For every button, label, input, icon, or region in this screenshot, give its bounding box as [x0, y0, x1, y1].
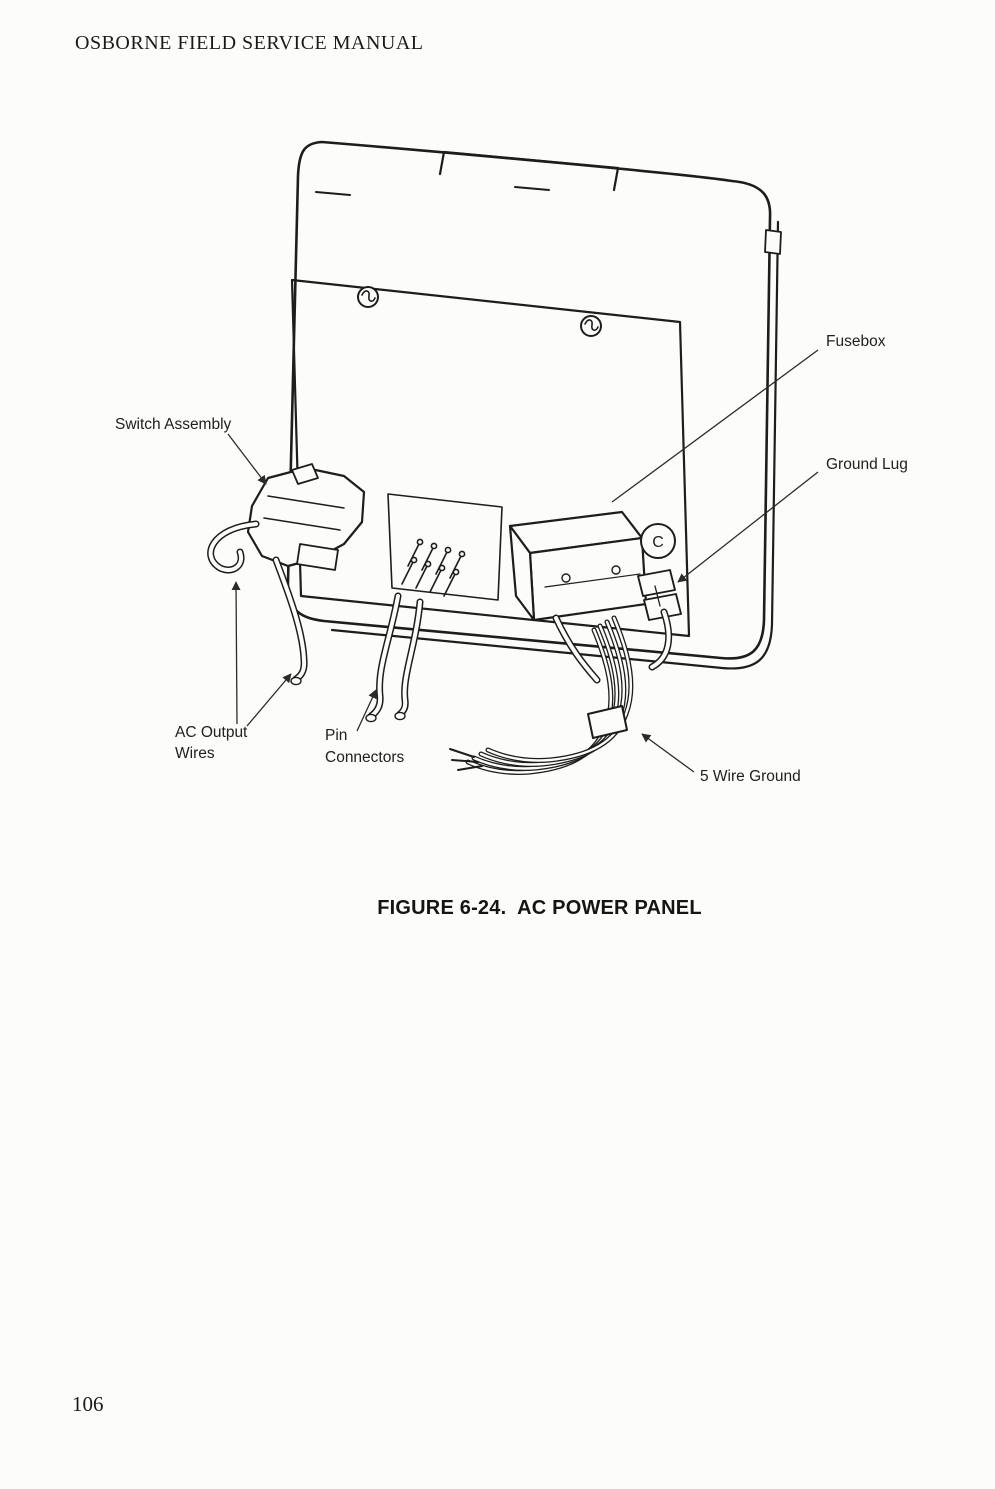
ground-wire-bundle-drawing	[449, 618, 631, 773]
callout-labels: Fusebox Switch Assembly Ground Lug AC Ou…	[115, 333, 908, 785]
leader-lines	[227, 349, 819, 773]
screw-icon	[357, 286, 379, 308]
fusebox-leader	[611, 349, 819, 503]
c-marking-label: C	[652, 534, 664, 551]
bundle-wrap-band	[587, 705, 628, 739]
ground-lug-label: Ground Lug	[826, 456, 908, 473]
pin-connectors-drawing	[387, 493, 503, 601]
panel-edge-dashes	[315, 186, 550, 196]
five-wire-ground-label: 5 Wire Ground	[700, 768, 801, 785]
wires-drawing	[211, 524, 669, 723]
panel-thickness-line	[330, 220, 780, 670]
screw-icon	[580, 315, 602, 337]
ac-output-wires-label-line1: AC Output	[175, 724, 248, 741]
panel-c-marking: C	[640, 523, 676, 559]
fusebox-label: Fusebox	[826, 333, 886, 350]
ac-output-wires-label-line2: Wires	[175, 745, 215, 762]
figure-caption: FIGURE 6-24. AC POWER PANEL	[377, 897, 702, 919]
pin-connectors-leader	[356, 689, 377, 732]
switch-assembly-label: Switch Assembly	[115, 416, 232, 433]
page-header: OSBORNE FIELD SERVICE MANUAL	[75, 32, 424, 54]
ground-lug-leader	[677, 471, 819, 583]
five-wire-ground-leader	[641, 733, 695, 773]
switch-assembly-leader	[227, 433, 267, 485]
ac-output-leader-2	[246, 673, 292, 727]
ground-lug-drawing	[637, 569, 682, 621]
panel-top-tab	[438, 150, 620, 192]
ac-output-leader-1	[231, 581, 241, 725]
fusebox-drawing	[508, 510, 648, 622]
panel-side-notch	[764, 229, 782, 255]
pin-connectors-label-line2: Connectors	[325, 749, 405, 766]
page-number: 106	[72, 1392, 104, 1416]
switch-assembly-drawing	[246, 463, 366, 571]
pin-connectors-label-line1: Pin	[325, 727, 347, 744]
